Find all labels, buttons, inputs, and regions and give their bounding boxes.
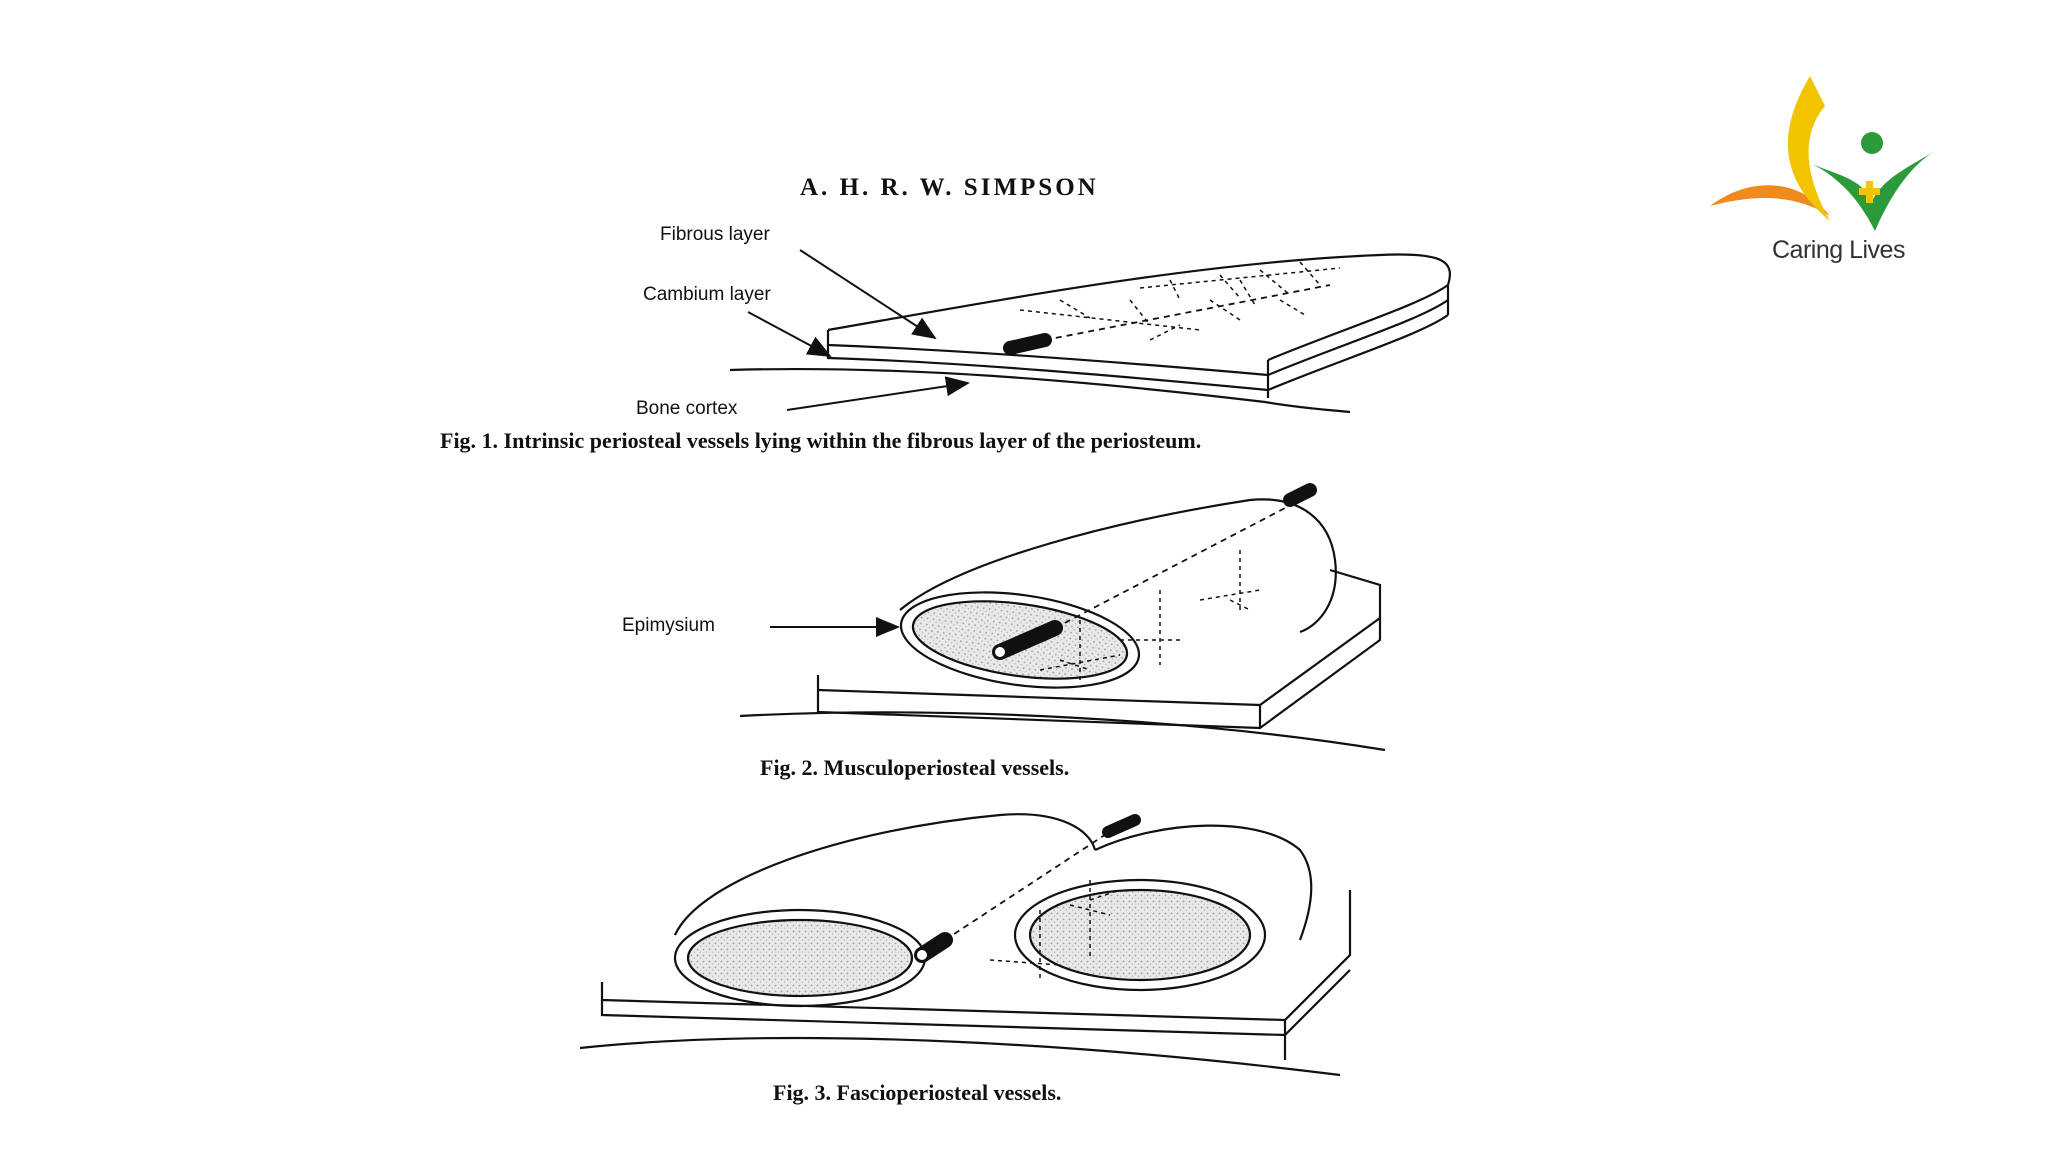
caring-lives-logo-icon	[1710, 76, 1935, 231]
figure-2-diagram	[739, 483, 1386, 752]
label-epimysium: Epimysium	[622, 615, 715, 636]
label-fibrous-layer: Fibrous layer	[660, 224, 770, 245]
figure-2-caption: Fig. 2. Musculoperiosteal vessels.	[760, 755, 1070, 780]
figure-3-caption: Fig. 3. Fascioperiosteal vessels.	[773, 1080, 1062, 1105]
figure-3-diagram	[579, 813, 1352, 1077]
label-bone-cortex: Bone cortex	[636, 398, 738, 419]
author-heading: A. H. R. W. SIMPSON	[800, 174, 1099, 201]
label-cambium-layer: Cambium layer	[643, 284, 771, 305]
figure-1-diagram	[729, 249, 1451, 414]
figure-1-caption: Fig. 1. Intrinsic periosteal vessels lyi…	[440, 428, 1202, 453]
logo-text: Caring Lives	[1772, 236, 1905, 264]
